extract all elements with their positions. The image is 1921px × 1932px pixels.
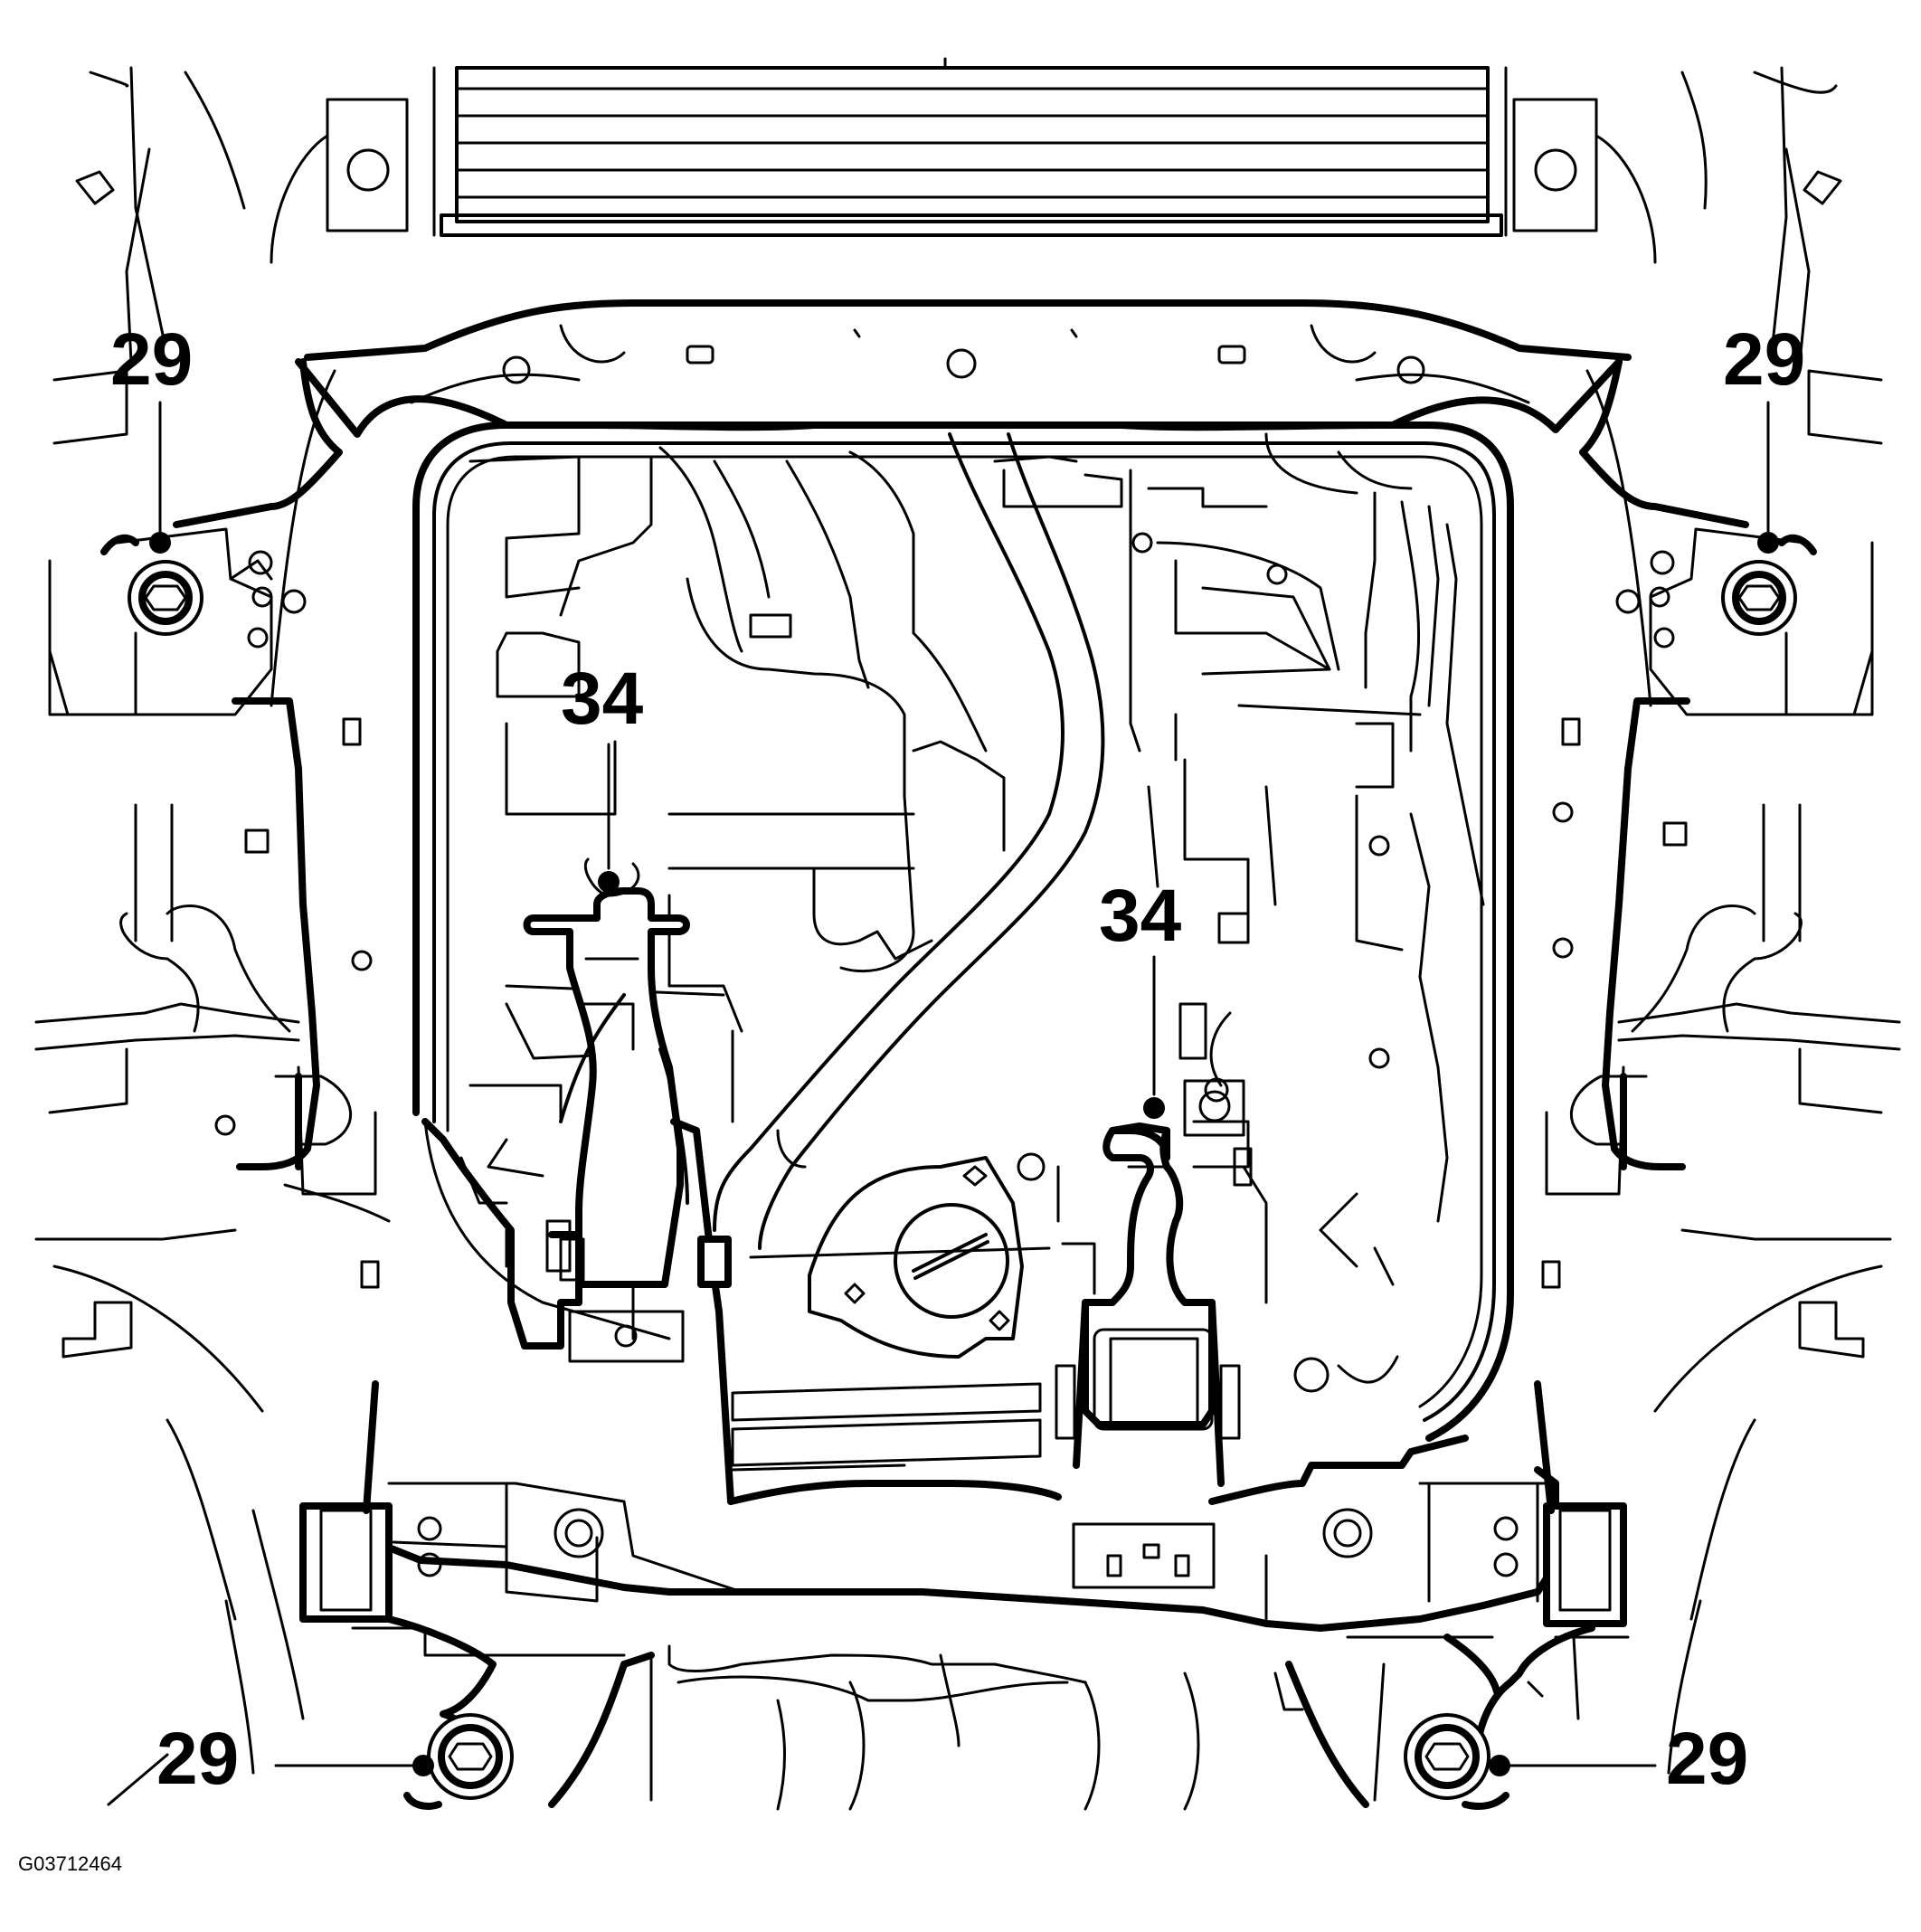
callout-29-top-left: 29 [110, 318, 193, 554]
callout-label: 29 [110, 318, 193, 401]
right-side-rail [1541, 358, 1874, 1289]
bolt-29-bottom-left [403, 1710, 514, 1810]
callout-label: 29 [1666, 1718, 1748, 1800]
radiator [432, 66, 1508, 237]
bolt-29-top-right [1721, 534, 1817, 636]
callout-label: 29 [156, 1718, 239, 1800]
callout-label: 29 [1723, 318, 1805, 401]
bolt-29-bottom-right [1404, 1679, 1514, 1810]
lower-heat-shield [731, 1382, 1042, 1472]
left-mount-pipe [670, 1118, 734, 1505]
steering-rack-tube [713, 432, 1105, 1250]
bolt-29-top-left [100, 534, 203, 636]
rear-crossmember [372, 1435, 1559, 1632]
rear-mount-pads [299, 1380, 1627, 1627]
callout-29-bottom-right: 29 [1489, 1718, 1748, 1800]
lower-control-arms [385, 1615, 1595, 1808]
radiator-support-brackets [270, 98, 1657, 264]
subframe-opening [412, 421, 1514, 1442]
callout-34-center-left: 34 [561, 658, 644, 897]
engine-bay-detail [459, 432, 1485, 1393]
right-outer-structure [1617, 66, 1901, 1775]
figure-id: G03712464 [18, 1852, 122, 1875]
callout-label: 34 [561, 658, 644, 740]
center-lower-bracket [749, 1152, 1060, 1359]
right-engine-mount [1055, 1079, 1268, 1487]
left-side-rail [48, 358, 391, 1289]
callout-label: 34 [1099, 875, 1182, 957]
left-outer-structure [34, 66, 305, 1806]
left-engine-mount [421, 887, 690, 1363]
callout-34-center-right: 34 [1099, 875, 1182, 1119]
lower-body-lines [351, 1626, 1630, 1811]
callout-29-bottom-left: 29 [156, 1718, 434, 1800]
callout-29-top-right: 29 [1723, 318, 1805, 554]
